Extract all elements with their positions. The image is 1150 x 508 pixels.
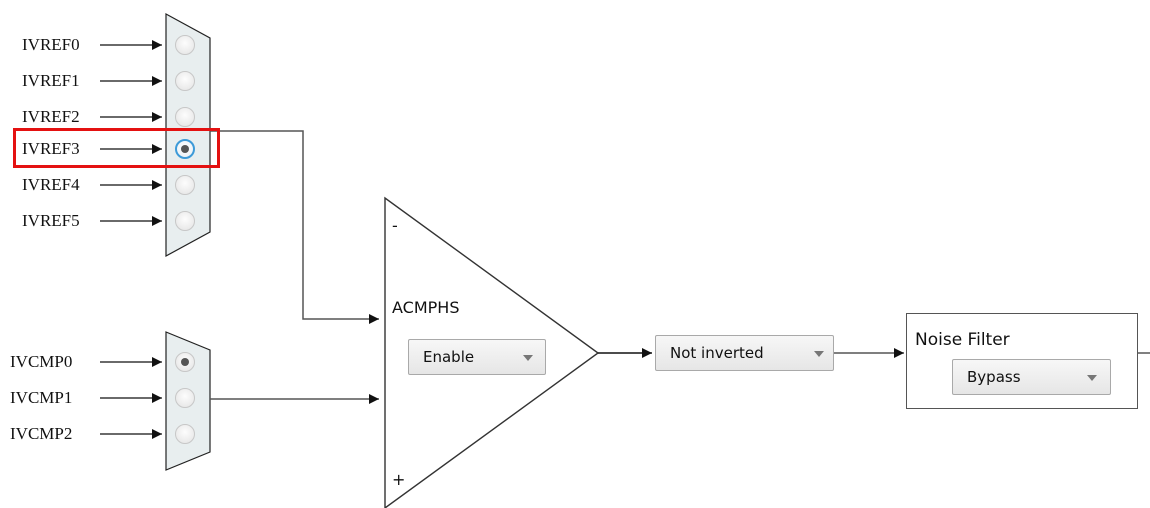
ivref3-highlight-box (13, 128, 220, 168)
ivref-label: IVREF5 (22, 211, 80, 230)
ivref2-radio[interactable] (175, 107, 195, 127)
polarity-dropdown[interactable]: Not inverted (655, 335, 834, 371)
comparator-minus-sign: - (392, 216, 398, 235)
ivref-label: IVREF0 (22, 35, 80, 54)
ivref-input-arrows (100, 40, 162, 226)
ivref-to-comparator-wire (210, 130, 379, 324)
noise-filter-value: Bypass (967, 368, 1021, 386)
ivref0-radio[interactable] (175, 35, 195, 55)
ivref3-radio[interactable] (175, 139, 195, 159)
polarity-value: Not inverted (670, 344, 764, 362)
ivref-label: IVREF3 (22, 139, 80, 158)
ivref4-radio[interactable] (175, 175, 195, 195)
ivcmp-input-arrows (100, 357, 162, 439)
ivref-label: IVREF2 (22, 107, 80, 126)
chevron-down-icon (814, 351, 824, 357)
noise-filter-title: Noise Filter (915, 330, 1010, 350)
ivcmp-label: IVCMP1 (10, 388, 73, 407)
ivref5-radio[interactable] (175, 211, 195, 231)
ivref-label: IVREF1 (22, 71, 80, 90)
ivref1-radio[interactable] (175, 71, 195, 91)
noise-filter-dropdown[interactable]: Bypass (952, 359, 1111, 395)
chevron-down-icon (1087, 375, 1097, 381)
ivref-label: IVREF4 (22, 175, 80, 194)
ivcmp-label: IVCMP0 (10, 352, 73, 371)
ivcmp0-radio[interactable] (175, 352, 195, 372)
ivcmp-label: IVCMP2 (10, 424, 73, 443)
comparator-plus-sign: + (392, 470, 406, 489)
ivcmp2-radio[interactable] (175, 424, 195, 444)
comparator-enable-value: Enable (423, 348, 475, 366)
comparator-label: ACMPHS (392, 298, 460, 317)
comparator-enable-dropdown[interactable]: Enable (408, 339, 546, 375)
chevron-down-icon (523, 355, 533, 361)
ivcmp1-radio[interactable] (175, 388, 195, 408)
